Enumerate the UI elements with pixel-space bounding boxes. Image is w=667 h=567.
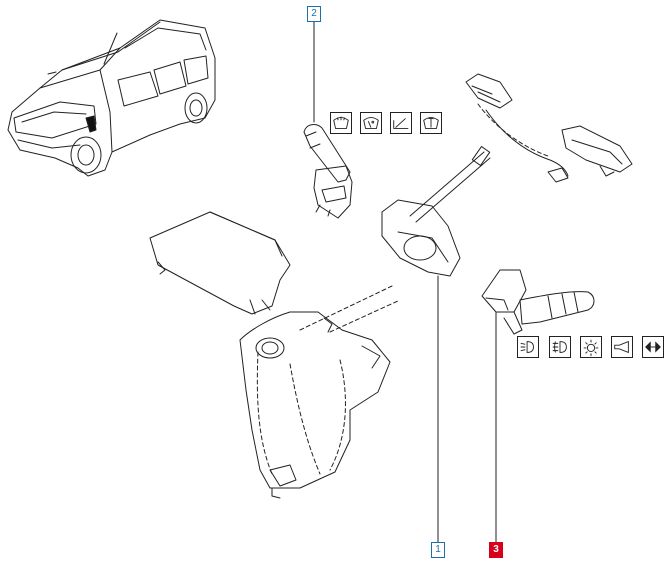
dipped-beam-icon [517,336,539,358]
horn-icon [611,336,633,358]
callout-3[interactable]: 3 [489,542,503,558]
lighting-switch-stalk [481,269,595,543]
callout-2[interactable]: 2 [307,6,321,22]
column-upper-cover [149,211,291,315]
vehicle-illustration [7,19,216,177]
fog-light-icon [549,336,571,358]
wiper-slow-icon [390,112,412,134]
column-lower-cover [239,285,401,499]
wiper-switch-stalk [303,21,353,219]
wiring-harness [465,73,633,183]
side-light-icon [580,336,602,358]
callout-1[interactable]: 1 [431,542,445,558]
windscreen-wash-icon [330,112,352,134]
wiper-fast-icon [420,112,442,134]
central-switch-module [381,146,491,543]
indicator-arrows-icon [642,336,664,358]
wiper-intermittent-icon [360,112,382,134]
